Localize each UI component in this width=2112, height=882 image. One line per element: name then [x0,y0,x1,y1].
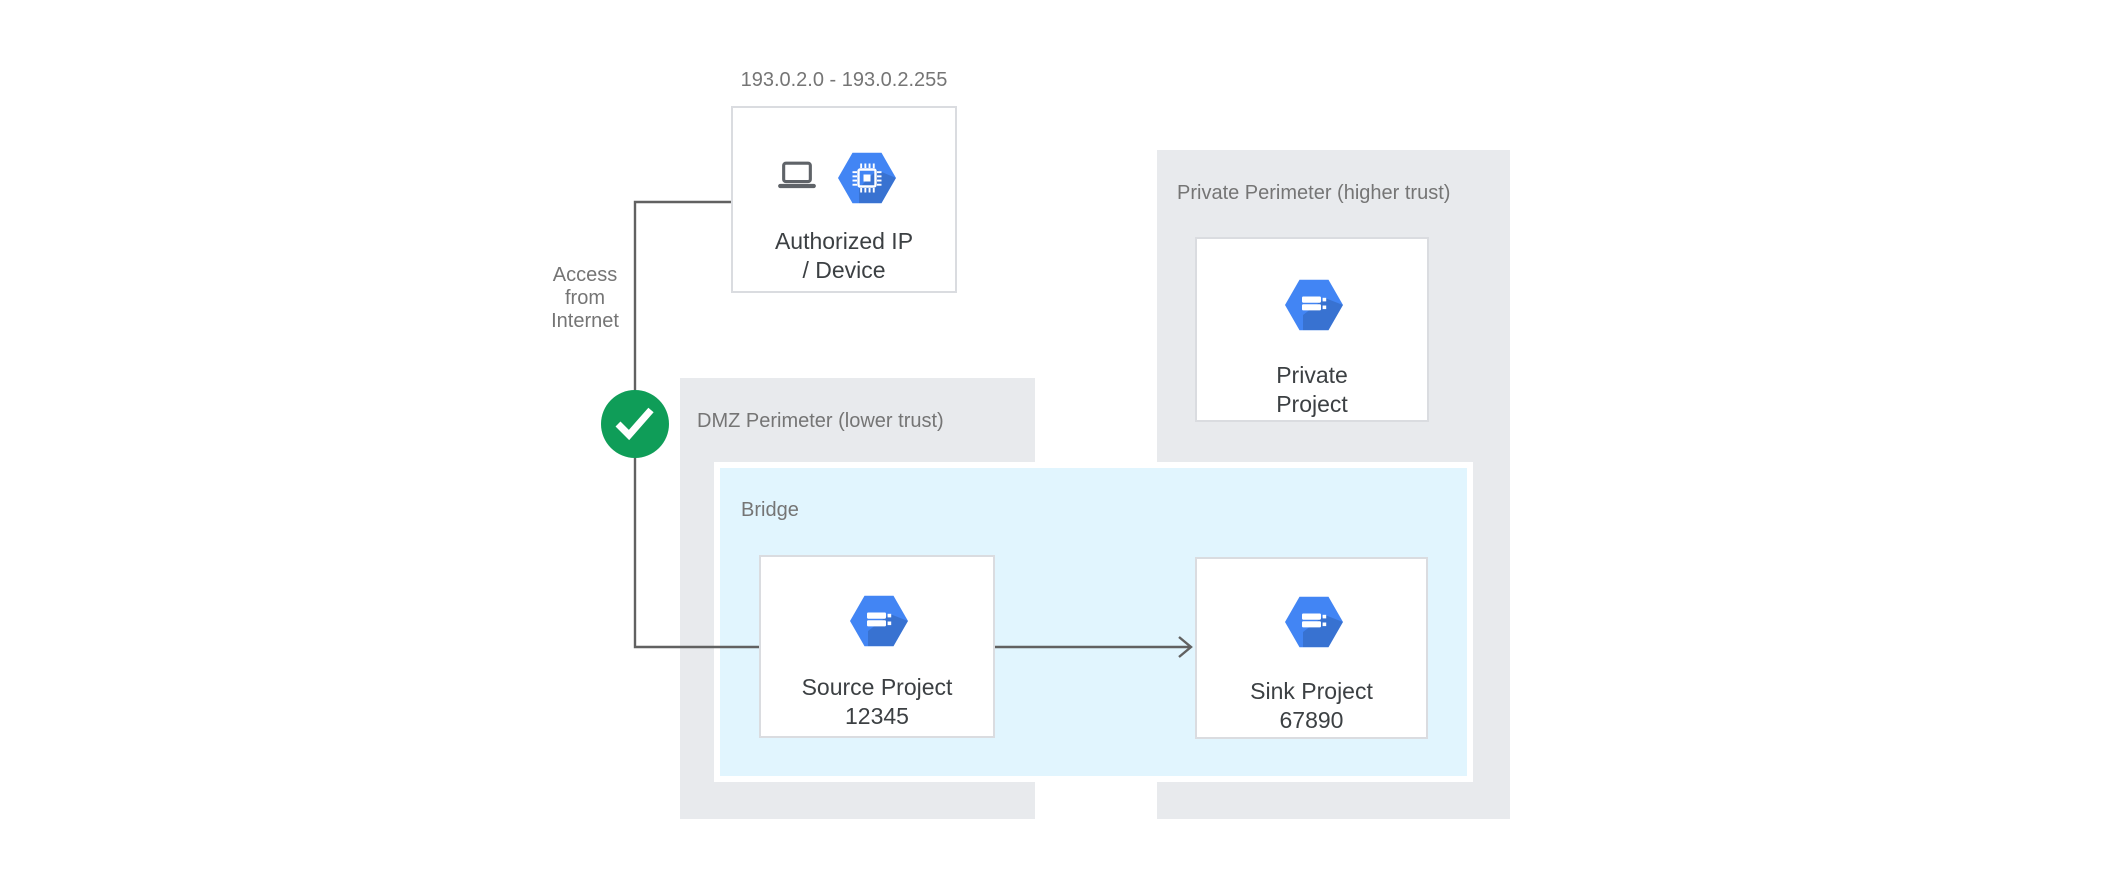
private-perimeter-label: Private Perimeter (higher trust) [1177,182,1451,204]
sink-project-label: Sink Project 67890 [1250,678,1373,733]
check-circle-icon [601,390,669,458]
project-hexagon-icon [849,595,909,652]
access-from-internet-label: Access from Internet [551,264,619,332]
source-project-node: Source Project 12345 [759,555,995,738]
private-project-label: Private Project [1276,362,1348,417]
project-hexagon-icon [1284,279,1344,336]
dmz-perimeter-label: DMZ Perimeter (lower trust) [697,410,944,432]
source-project-label: Source Project 12345 [801,674,953,729]
compute-chip-hexagon-icon [837,152,897,209]
ip-range-label: 193.0.2.0 - 193.0.2.255 [740,69,948,91]
private-project-node: Private Project [1195,237,1429,422]
authorized-node-label: Authorized IP / Device [774,228,914,283]
laptop-icon [777,161,817,196]
bridge-label: Bridge [741,499,799,521]
checkmark [615,407,654,441]
project-hexagon-icon [1284,596,1344,653]
sink-project-node: Sink Project 67890 [1195,557,1428,739]
authorized-ip-device-node: Authorized IP / Device [731,106,957,293]
